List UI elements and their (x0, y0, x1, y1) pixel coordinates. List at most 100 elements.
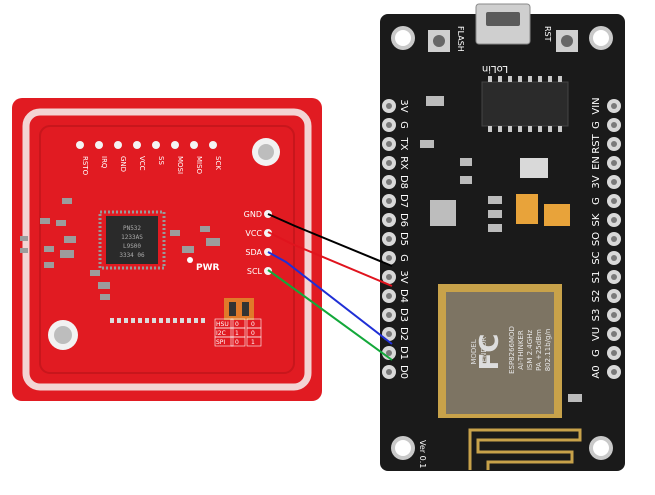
chip-line: L9S00 (123, 243, 141, 250)
pad (138, 318, 142, 323)
pin-label: G (398, 254, 409, 262)
wire-vcc (267, 231, 393, 287)
mounting-hole-icon (252, 138, 280, 166)
wire-sda (267, 251, 393, 345)
pin-label: G (591, 349, 602, 357)
module-text-line: AI-THINKER (517, 330, 525, 370)
pin-label: SK (591, 213, 602, 226)
rst-button[interactable] (556, 30, 578, 52)
pin-label: D0 (398, 365, 409, 379)
pad (152, 318, 156, 323)
header-pin (152, 141, 160, 149)
pin-label: D2 (398, 327, 409, 341)
pin-label: VU (591, 327, 602, 341)
pin-label: A0 (591, 365, 602, 378)
flash-button[interactable] (428, 30, 450, 52)
nodemcu-board: FLASH RST LoLin (380, 3, 625, 471)
pad (187, 318, 191, 323)
model-label: MODEL (470, 339, 478, 364)
header-pin-label: VCC (138, 156, 146, 171)
chip-line: PN532 (123, 225, 141, 232)
header-pin (209, 141, 217, 149)
table-cell-text: 0 (235, 321, 239, 328)
table-cell (214, 336, 234, 347)
table-cell-text: 0 (251, 330, 255, 337)
pin-label: 3V (398, 99, 409, 112)
nodemcu-components (420, 96, 582, 402)
module-text-line: ESP8266MOD (508, 326, 516, 374)
pin-label: SO (591, 232, 602, 246)
usb-port-icon[interactable] (475, 3, 531, 45)
pin-label: S1 (591, 271, 602, 284)
pin-label: D4 (398, 289, 409, 303)
wires (267, 213, 393, 361)
pad (194, 318, 198, 323)
pn532-chip: PN532 1233AS L9S00 3334 06 (98, 210, 166, 270)
module-text-line: PA +25dBm (535, 329, 543, 371)
pin-label: EN (591, 156, 602, 170)
table-cell-text: 0 (235, 339, 239, 346)
pn532-pcb (12, 98, 322, 401)
pwr-led (187, 257, 193, 263)
i2c-pin-label: GND (244, 210, 262, 219)
flash-label: FLASH (456, 26, 465, 52)
pin-label: D1 (398, 346, 409, 360)
module-text-line: ISM 2.4GHz (526, 330, 534, 371)
header-pin (76, 141, 84, 149)
module-text-line: 802.11b/g/n (544, 329, 552, 372)
pn532-bottom-pads (110, 318, 205, 323)
pin-label: SC (591, 251, 602, 264)
pad (201, 318, 205, 323)
table-cell-text: 0 (251, 321, 255, 328)
pad (145, 318, 149, 323)
pad (124, 318, 128, 323)
pin-label: G (591, 197, 602, 205)
mounting-hole-icon (589, 436, 613, 460)
pin-label: VIN (591, 97, 602, 114)
mode-switch (224, 298, 254, 320)
fcc-logo-icon: FC (475, 334, 505, 371)
pad (110, 318, 114, 323)
mounting-hole-icon (391, 436, 415, 460)
pad (173, 318, 177, 323)
pin-label: TX (398, 137, 409, 151)
rst-label: RST (543, 26, 552, 42)
lolin-label: LoLin (482, 63, 508, 74)
header-pin (190, 141, 198, 149)
table-cell (246, 336, 262, 347)
table-cell-text: I2C (216, 330, 226, 337)
pin-label: 3V (591, 175, 602, 188)
pin-label: RST (591, 133, 602, 153)
pad (166, 318, 170, 323)
header-pin-label: RSTO (81, 156, 89, 176)
pad (117, 318, 121, 323)
pin-label: D3 (398, 308, 409, 322)
pwr-label: PWR (196, 263, 220, 273)
header-pin-label: MISO (195, 156, 203, 175)
header-pin-label: SCK (214, 156, 222, 170)
pn532-components (20, 198, 220, 300)
version-label: Ver 0.1 (418, 440, 427, 468)
pin-label: 3V (398, 270, 409, 283)
pin-label: D8 (398, 175, 409, 189)
i2c-pin-label: SCL (247, 267, 263, 276)
header-pin (171, 141, 179, 149)
pn532-antenna-inner (39, 125, 295, 374)
table-cell-text: 1 (235, 330, 239, 337)
i2c-pin-label: VCC (245, 229, 262, 238)
pad (131, 318, 135, 323)
i2c-pin-label: SDA (245, 248, 262, 257)
chip-line: 1233AS (121, 234, 143, 241)
antenna-trace-icon (468, 428, 582, 470)
pin-label: D7 (398, 194, 409, 208)
table-cell-text: 1 (251, 339, 255, 346)
header-pin (95, 141, 103, 149)
table-cell-text: SPI (216, 339, 225, 346)
pin-label: S3 (591, 309, 602, 322)
mounting-hole-icon (391, 26, 415, 50)
table-cell (230, 336, 246, 347)
wire-gnd (267, 213, 393, 267)
